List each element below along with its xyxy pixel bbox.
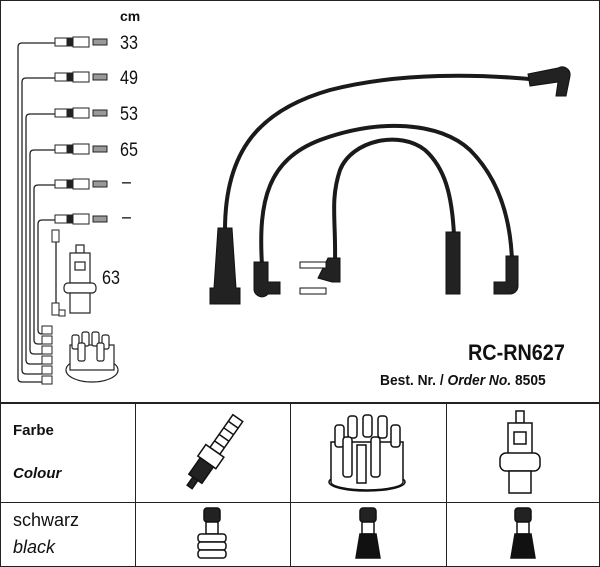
table-column-divider: [290, 403, 291, 566]
boot-ribbed-icon: [197, 507, 227, 559]
header-colour-de: Farbe: [13, 422, 54, 439]
length-label: 49: [120, 68, 138, 89]
length-label: 33: [120, 33, 138, 54]
length-label: –: [122, 207, 131, 228]
boot-black-icon: [510, 507, 536, 559]
ignition-cables: [223, 73, 542, 267]
colour-value-de: schwarz: [13, 510, 80, 530]
coil-small-icon: [63, 244, 97, 314]
order-number: 8505: [514, 372, 546, 389]
length-label: 53: [120, 104, 138, 125]
lead-wires: [17, 42, 57, 383]
table-top-border: [0, 402, 600, 404]
spark-plug-icon: [186, 413, 244, 490]
unit-label: cm: [120, 8, 141, 24]
distributor-cap-icon: [328, 414, 406, 492]
table-row-divider: [0, 502, 600, 503]
part-number: RC-RN627: [468, 340, 565, 365]
colour-value-en: black: [13, 537, 56, 557]
ignition-coil-icon: [499, 410, 541, 494]
boot-black-icon: [355, 507, 381, 559]
coil-length-label: 63: [102, 268, 120, 289]
order-label-en: Order No.: [447, 372, 512, 389]
distributor-small-icon: [65, 331, 119, 383]
order-number-line: Best. Nr. / Order No. 8505: [380, 372, 546, 389]
order-label-de: Best. Nr. /: [380, 372, 444, 389]
table-column-divider: [135, 403, 136, 566]
plug-connectors: [41, 36, 108, 385]
cable-boots: [209, 66, 571, 305]
table-column-divider: [446, 403, 447, 566]
length-label: –: [122, 172, 131, 193]
header-colour-en: Colour: [13, 465, 62, 482]
length-label: 65: [120, 140, 138, 161]
